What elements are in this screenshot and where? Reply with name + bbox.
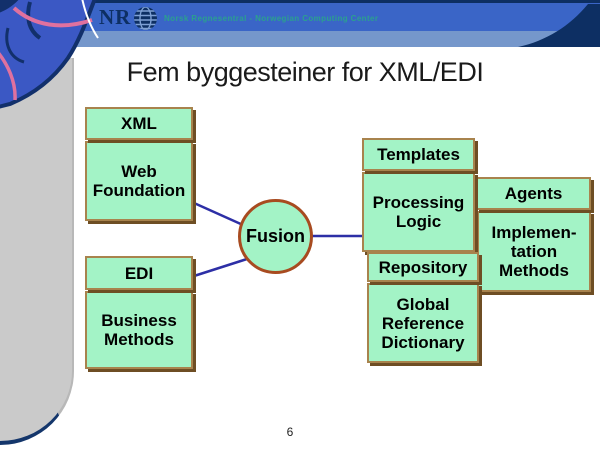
box-implementation-methods-label: Implemen- tation Methods [491, 223, 577, 280]
box-repository: Repository [367, 252, 479, 282]
box-templates-label: Templates [377, 145, 460, 164]
box-xml-label: XML [121, 114, 157, 133]
connector-webfoundation-fusion [193, 201, 244, 227]
connector-edi-fusion [193, 257, 248, 278]
nr-globe-icon [134, 7, 157, 30]
box-business-methods-label: Business Methods [101, 311, 177, 349]
box-edi-label: EDI [124, 263, 154, 283]
box-agents: Agents [476, 177, 591, 210]
box-web-foundation: Web Foundation [85, 141, 193, 221]
box-agents-label: Agents [504, 184, 563, 203]
box-web-foundation-label: Web Foundation [92, 162, 186, 200]
box-business-methods: Business Methods [85, 291, 193, 369]
nr-logo-text: NR [99, 5, 132, 29]
corner-wedge-decoration [518, 4, 600, 47]
fusion-circle: Fusion [238, 199, 313, 274]
fusion-label: Fusion [246, 226, 305, 246]
header-top-line [0, 0, 600, 3]
box-processing-logic: Processing Logic [362, 172, 475, 252]
box-implementation-methods: Implemen- tation Methods [477, 211, 591, 292]
box-global-reference-dictionary: Global Reference Dictionary [367, 283, 479, 363]
header-band [0, 0, 600, 31]
box-processing-logic-label: Processing Logic [372, 193, 465, 231]
header-light-band [0, 31, 600, 47]
box-templates: Templates [362, 138, 475, 171]
box-edi: EDI [85, 256, 193, 290]
box-global-reference-dictionary-label: Global Reference Dictionary [381, 294, 465, 352]
org-name-text: Norsk Regnesentral - Norwegian Computing… [164, 14, 379, 23]
brush-swirl-art [0, 0, 99, 109]
box-repository-label: Repository [378, 257, 468, 277]
page-number: 6 [286, 425, 294, 439]
box-xml: XML [85, 107, 193, 140]
page-title: Fem byggesteiner for XML/EDI [126, 57, 484, 87]
